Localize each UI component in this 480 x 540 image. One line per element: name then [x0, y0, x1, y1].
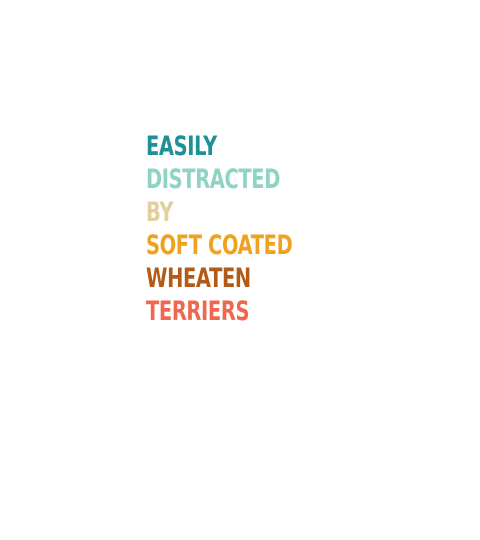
- slogan-line-easily: EASILY: [146, 131, 217, 162]
- slogan-line-terriers: TERRIERS: [146, 296, 250, 327]
- slogan-line-distracted: DISTRACTED: [146, 164, 280, 195]
- slogan-text-stack: EASILY DISTRACTED BY SOFT COATED WHEATEN…: [146, 130, 349, 328]
- slogan-line-wheaten: WHEATEN: [146, 263, 251, 294]
- slogan-line-soft-coated: SOFT COATED: [146, 230, 293, 261]
- slogan-line-by: BY: [146, 197, 174, 228]
